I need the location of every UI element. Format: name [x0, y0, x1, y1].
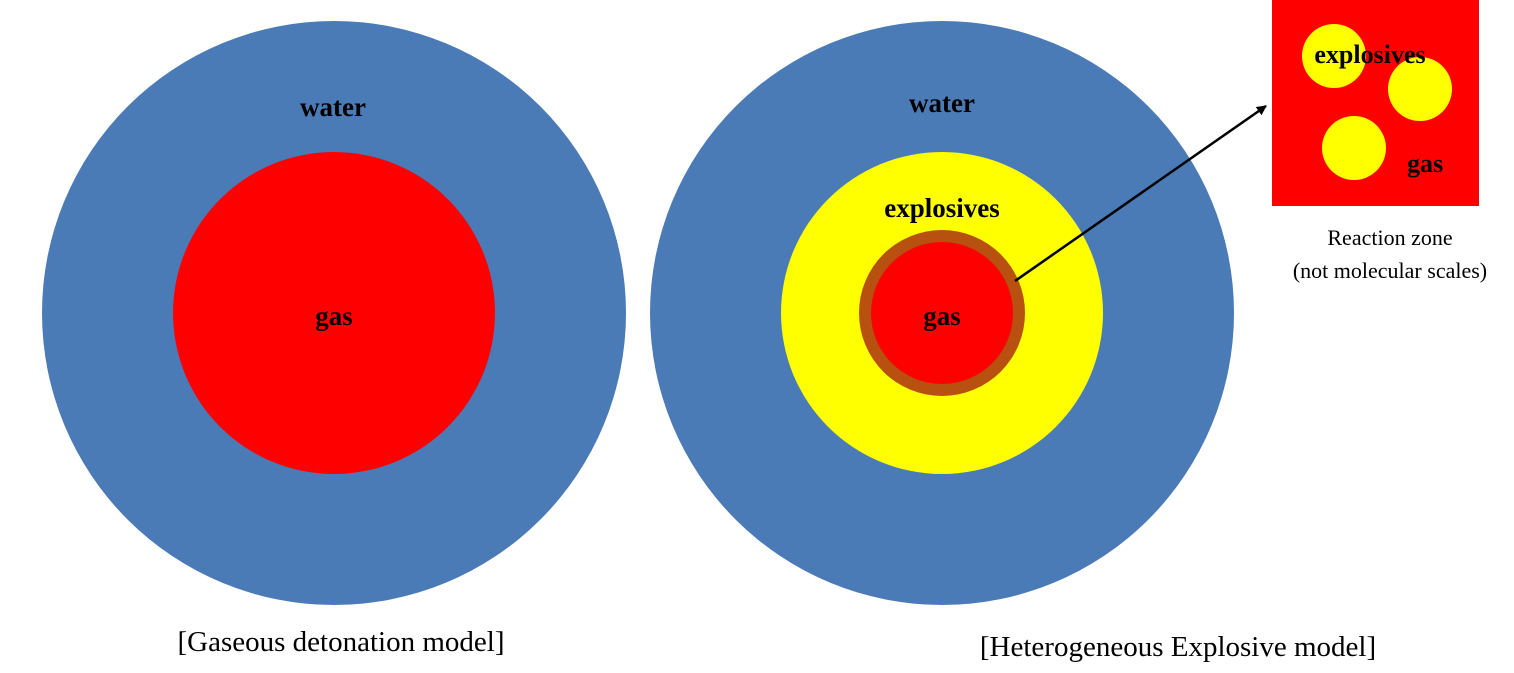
inset-gas-label: gas	[1407, 149, 1443, 178]
left-water-label: water	[300, 92, 366, 122]
right-water-label: water	[909, 88, 975, 118]
right-caption: [Heterogeneous Explosive model]	[980, 631, 1376, 663]
right-gas-circle	[871, 242, 1013, 384]
inset-explosive-particle-3	[1322, 116, 1386, 180]
inset-explosive-particle-1	[1302, 24, 1366, 88]
left-gas-label: gas	[315, 301, 353, 331]
inset-caption-line1: Reaction zone	[1327, 225, 1452, 250]
inset-explosive-particle-2	[1388, 57, 1452, 121]
gaseous-detonation-model: water gas [Gaseous detonation model]	[42, 21, 626, 658]
left-gas-circle	[173, 152, 495, 474]
right-gas-label: gas	[923, 301, 961, 331]
inset-explosives-label: explosives	[1314, 40, 1425, 69]
inset-caption-line2: (not molecular scales)	[1293, 258, 1487, 283]
right-explosives-label: explosives	[884, 193, 1000, 223]
heterogeneous-explosive-model: water explosives gas [Heterogeneous Expl…	[650, 21, 1376, 663]
reaction-zone-inset: explosives gas Reaction zone (not molecu…	[1272, 0, 1487, 283]
zoom-arrow	[1014, 104, 1267, 283]
left-caption: [Gaseous detonation model]	[178, 626, 505, 658]
